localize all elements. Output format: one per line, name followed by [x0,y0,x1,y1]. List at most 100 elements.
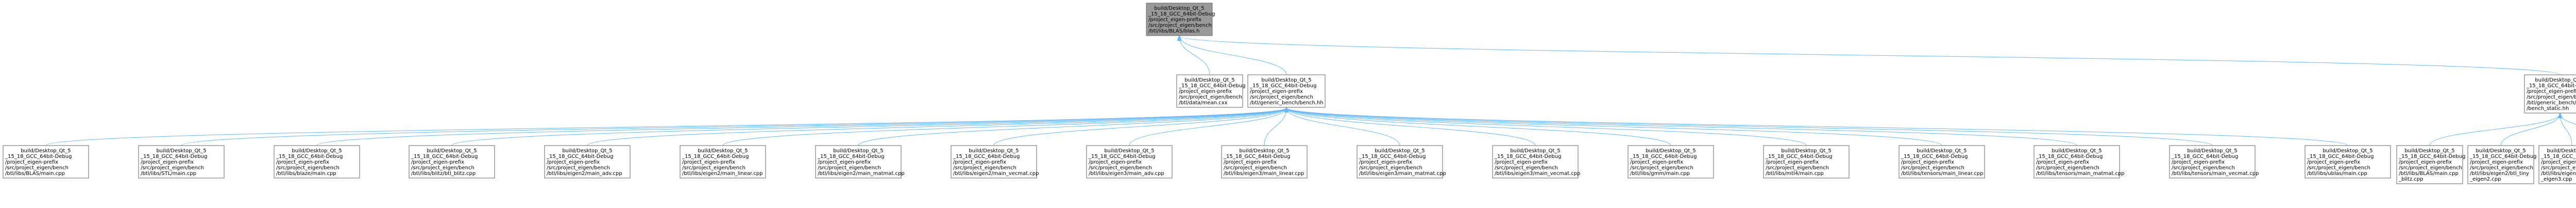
edge-b18-to-generic_bench [1286,108,2348,146]
node-label-line: _15_18_GCC_64bit-Debug [2036,154,2103,159]
node-label-line: /src/project_eigen/bench [2470,165,2533,171]
node-b17[interactable]: build/Desktop_Qt_5_15_18_GCC_64bit-Debug… [2169,145,2259,179]
node-label-line: /btl/libs/blaze/main.cpp [276,171,336,177]
node-box [1628,145,1714,179]
node-b8[interactable]: build/Desktop_Qt_5_15_18_GCC_64bit-Debug… [951,145,1039,179]
node-label-line: /btl/libs/gmm/main.cpp [1630,171,1690,177]
node-box [1899,145,1985,179]
node-label-line: /project_eigen-prefix [2541,159,2576,165]
node-label-line: build/Desktop_Qt_5 [1261,77,1311,83]
node-label-line: /project_eigen-prefix [682,159,735,165]
node-label-line: /btl/libs/STL/main.cpp [141,171,196,177]
node-label-line: /project_eigen-prefix [1250,89,1303,94]
edge-blas_main-to-root [1179,36,1210,75]
node-label-line: _15_18_GCC_64bit-Debug [546,154,613,159]
node-label-line: /project_eigen-prefix [141,159,194,165]
node-box [2396,145,2463,184]
node-label-line: /project_eigen-prefix [547,159,600,165]
node-label-line: build/Desktop_Qt_5 [427,148,477,154]
node-b13[interactable]: build/Desktop_Qt_5_15_18_GCC_64bit-Debug… [1628,145,1714,179]
node-box [815,145,902,179]
node-label-line: /btl/libs/tensors/main_vecmat.cpp [2172,171,2259,177]
edge-b4-to-generic_bench [451,108,1286,146]
node-label-line: /btl/libs/eigen2/main_matmat.cpp [818,171,905,177]
node-b9[interactable]: build/Desktop_Qt_5_15_18_GCC_64bit-Debug… [1086,145,1173,179]
edge-b7-to-generic_bench [858,108,1286,146]
node-label-line: /project_eigen-prefix [2399,159,2452,165]
node-label-line: /project_eigen-prefix [2470,159,2523,165]
edge-b3-to-generic_bench [316,108,1286,146]
node-label-line: /src/project_eigen/bench [953,165,1016,171]
node-label-line: /btl/libs/blitz/btl_blitz.cpp [411,171,476,177]
node-label-line: build/Desktop_Qt_5 [156,148,206,154]
node-b6[interactable]: build/Desktop_Qt_5_15_18_GCC_64bit-Debug… [680,145,766,179]
node-label-line: _15_18_GCC_64bit-Debug [5,154,72,159]
node-b12[interactable]: build/Desktop_Qt_5_15_18_GCC_64bit-Debug… [1492,145,1580,179]
node-label-line: build/Desktop_Qt_5 [21,148,71,154]
edge-s4-to-static_bench [2560,114,2576,125]
node-label-line: _15_18_GCC_64bit-Debug [953,154,1020,159]
node-b2[interactable]: build/Desktop_Qt_5_15_18_GCC_64bit-Debug… [138,145,225,179]
node-label-line: _15_18_GCC_64bit-Debug [2171,154,2238,159]
node-box [1176,74,1243,108]
node-label-line: /src/project_eigen/bench [2036,165,2099,171]
node-label-line: _15_18_GCC_64bit-Debug [1148,11,1215,17]
node-b18[interactable]: build/Desktop_Qt_5_15_18_GCC_64bit-Debug… [2304,145,2391,179]
node-label-line: /src/project_eigen/bench [141,165,204,171]
node-label-line: _eigen2.cpp [2469,177,2501,182]
edge-s1-to-static_bench [2429,114,2560,146]
node-label-line: /src/project_eigen/bench [1630,165,1693,171]
node-layer: build/Desktop_Qt_5_15_18_GCC_64bit-Debug… [3,3,2576,184]
node-box [2304,145,2391,179]
node-b5[interactable]: build/Desktop_Qt_5_15_18_GCC_64bit-Debug… [544,145,631,179]
node-s3[interactable]: build/Desktop_Qt_5_15_18_GCC_64bit-Debug… [2538,145,2576,184]
node-label-line: _15_18_GCC_64bit-Debug [1249,83,1316,89]
node-label-line: _15_18_GCC_64bit-Debug [2398,154,2465,159]
node-label-line: /src/project_eigen/bench [2172,165,2235,171]
node-s2[interactable]: build/Desktop_Qt_5_15_18_GCC_64bit-Debug… [2467,145,2536,184]
node-label-line: /src/project_eigen/bench [1148,23,1212,28]
node-label-line: build/Desktop_Qt_5 [1646,148,1696,154]
node-label-line: /src/project_eigen/bench [411,165,474,171]
node-blas_main[interactable]: build/Desktop_Qt_5_15_18_GCC_64bit-Debug… [1176,74,1245,108]
node-label-line: build/Desktop_Qt_5 [1781,148,1831,154]
node-b3[interactable]: build/Desktop_Qt_5_15_18_GCC_64bit-Debug… [274,145,360,179]
edge-b6-to-generic_bench [722,108,1286,146]
node-label-line: /btl/libs/tensors/main_matmat.cpp [2036,171,2125,177]
node-label-line: /project_eigen-prefix [1901,159,1954,165]
node-label-line: build/Desktop_Qt_5 [292,148,342,154]
node-label-line: /btl/libs/tensors/main_linear.cpp [1901,171,1983,177]
node-box [274,145,360,179]
node-label-line: /src/project_eigen/bench [1766,165,1829,171]
node-b1[interactable]: build/Desktop_Qt_5_15_18_GCC_64bit-Debug… [3,145,89,179]
node-label-line: /project_eigen-prefix [953,159,1006,165]
node-box [2467,145,2534,184]
edge-b15-to-generic_bench [1286,108,1942,146]
node-b7[interactable]: build/Desktop_Qt_5_15_18_GCC_64bit-Debug… [815,145,905,179]
node-label-line: /project_eigen-prefix [1359,159,1412,165]
node-b16[interactable]: build/Desktop_Qt_5_15_18_GCC_64bit-Debug… [2033,145,2125,179]
node-b14[interactable]: build/Desktop_Qt_5_15_18_GCC_64bit-Debug… [1763,145,1850,179]
edge-s3-to-static_bench [2560,114,2572,146]
node-b11[interactable]: build/Desktop_Qt_5_15_18_GCC_64bit-Debug… [1357,145,1446,179]
node-b10[interactable]: build/Desktop_Qt_5_15_18_GCC_64bit-Debug… [1221,145,1308,179]
node-b15[interactable]: build/Desktop_Qt_5_15_18_GCC_64bit-Debug… [1899,145,1985,179]
node-label-line: /btl/libs/BLAS/main.cpp [5,171,65,177]
node-label-line: _15_18_GCC_64bit-Debug [1901,154,1968,159]
node-label-line: /btl/libs/ublas/main.cpp [2307,171,2367,177]
node-label-line: /btl/generic_bench/bench.hh [1250,100,1324,106]
node-box [1086,145,1173,179]
node-generic_bench[interactable]: build/Desktop_Qt_5_15_18_GCC_64bit-Debug… [1247,74,1326,108]
node-label-line: _15_18_GCC_64bit-Debug [411,154,478,159]
node-label-line: /src/project_eigen/bench [1359,165,1422,171]
node-static_bench[interactable]: build/Desktop_Qt_5_15_18_GCC_64bit-Debug… [2524,74,2576,114]
node-s1[interactable]: build/Desktop_Qt_5_15_18_GCC_64bit-Debug… [2396,145,2465,184]
node-b4[interactable]: build/Desktop_Qt_5_15_18_GCC_64bit-Debug… [409,145,495,179]
node-label-line: _15_18_GCC_64bit-Debug [817,154,884,159]
edge-b10-to-generic_bench [1264,108,1286,146]
node-label-line: /project_eigen-prefix [1179,89,1232,94]
node-root[interactable]: build/Desktop_Qt_5_15_18_GCC_64bit-Debug… [1146,3,1215,36]
node-label-line: /btl/libs/eigen2/btl_tiny [2470,171,2529,177]
node-label-line: build/Desktop_Qt_5 [2323,148,2372,154]
